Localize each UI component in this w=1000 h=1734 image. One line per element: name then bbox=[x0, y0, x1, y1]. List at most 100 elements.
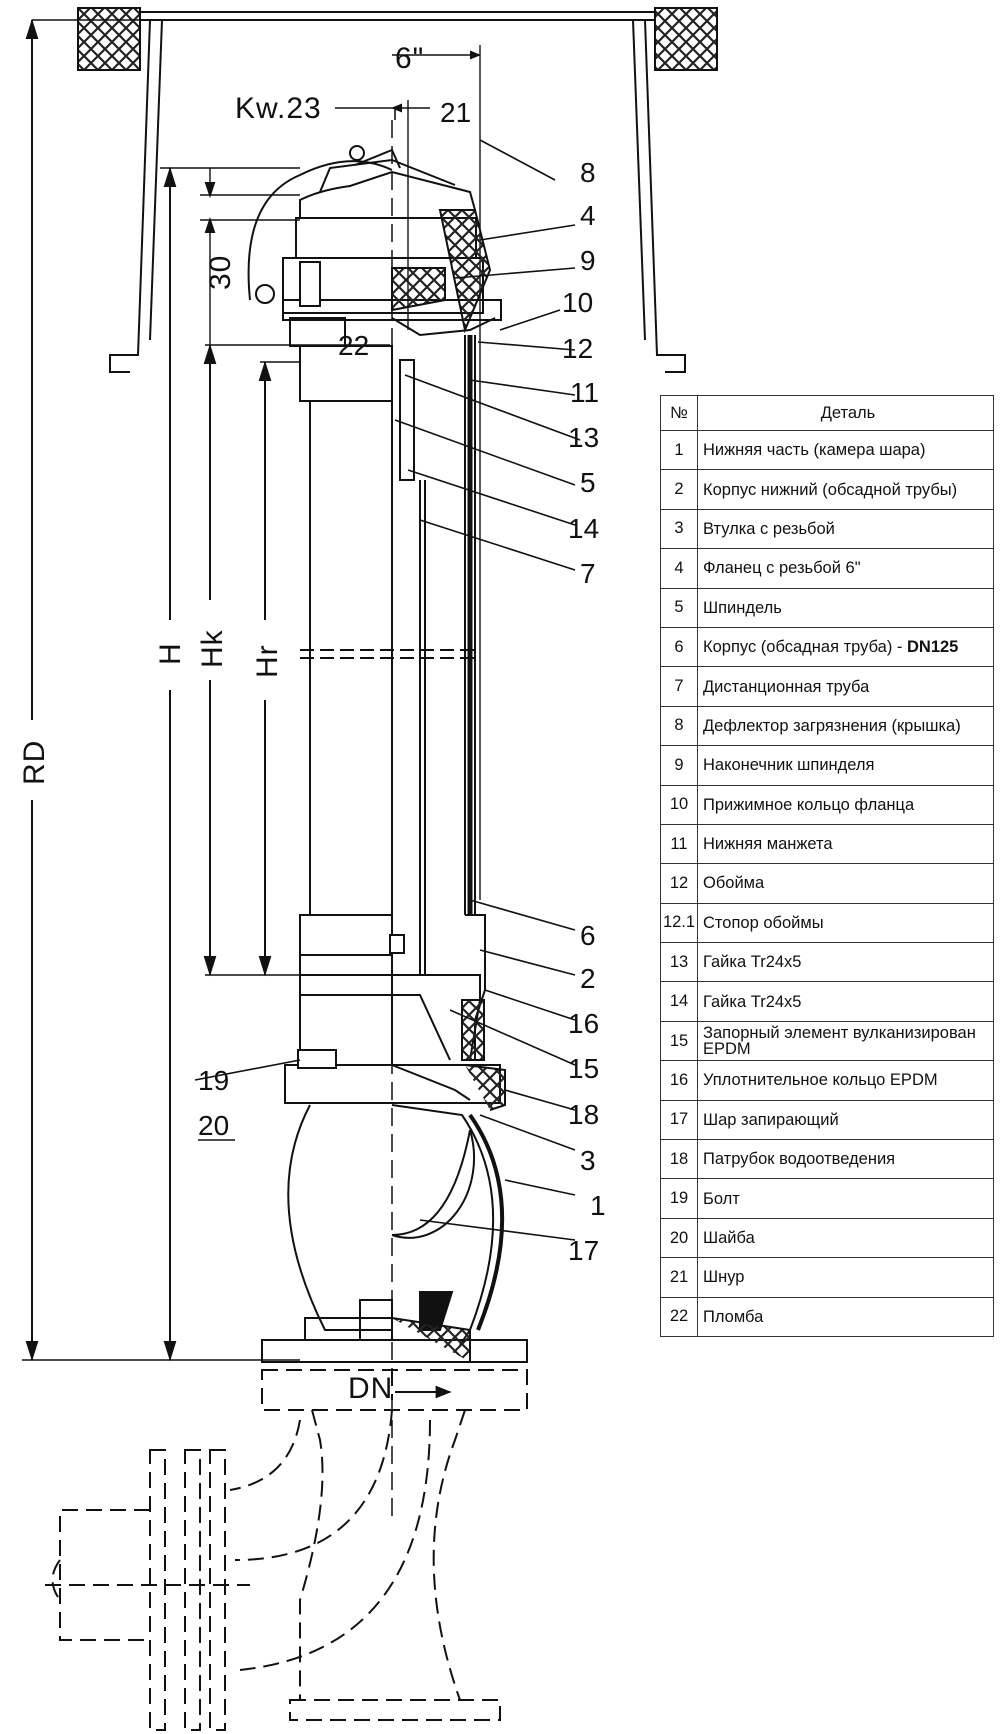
callout-16: 16 bbox=[568, 1008, 599, 1039]
part-number: 10 bbox=[660, 784, 698, 825]
part-name-text: Уплотнительное кольцо EPDM bbox=[703, 1071, 938, 1090]
part-number: 3 bbox=[660, 508, 698, 550]
part-number: 18 bbox=[660, 1139, 698, 1180]
lower-casing bbox=[299, 914, 486, 1066]
part-name-text: Наконечник шпинделя bbox=[703, 756, 875, 775]
part-name: Наконечник шпинделя bbox=[697, 745, 994, 786]
part-name-text: Нижняя часть (камера шара) bbox=[703, 441, 926, 460]
callout-20: 20 bbox=[198, 1110, 229, 1141]
dim-kw-text: Kw.23 bbox=[235, 92, 322, 125]
part-name: Пломба bbox=[697, 1296, 994, 1337]
part-name-text: Прижимное кольцо фланца bbox=[703, 795, 915, 814]
dim-hk-text: Hk bbox=[196, 629, 229, 668]
bottom-flange bbox=[261, 1317, 528, 1363]
callout-17: 17 bbox=[568, 1235, 599, 1266]
part-number: 5 bbox=[660, 587, 698, 628]
part-name: Обойма bbox=[697, 863, 994, 904]
callout-13: 13 bbox=[568, 422, 599, 453]
part-name: Корпус (обсадная труба) - DN125 bbox=[697, 626, 994, 668]
callout-10: 10 bbox=[562, 287, 593, 318]
callout-4: 4 bbox=[580, 200, 596, 231]
part-number: 6 bbox=[660, 626, 698, 668]
part-name-text: Корпус (обсадная труба) - bbox=[703, 638, 903, 657]
part-name: Корпус нижний (обсадной трубы) bbox=[697, 469, 994, 510]
part-name: Гайка Tr24x5 bbox=[697, 942, 994, 983]
dim-h-text: H bbox=[154, 642, 187, 665]
callout-21: 21 bbox=[440, 97, 471, 128]
part-number: 21 bbox=[660, 1257, 698, 1298]
part-name-text: Шнур bbox=[703, 1268, 745, 1287]
part-number: 2 bbox=[660, 469, 698, 510]
table-row: 18 Патрубок водоотведения bbox=[660, 1139, 994, 1180]
callout-22: 22 bbox=[338, 330, 369, 361]
dim-dn-text: DN bbox=[348, 1372, 393, 1405]
part-number: 12.1 bbox=[660, 902, 698, 944]
part-number: 16 bbox=[660, 1060, 698, 1101]
dim-hr-text: Hr bbox=[251, 644, 284, 678]
part-number: 14 bbox=[660, 981, 698, 1022]
callout-3: 3 bbox=[580, 1145, 596, 1176]
part-name-text: Фланец с резьбой 6" bbox=[703, 559, 861, 578]
middle-flange bbox=[284, 1049, 506, 1111]
callout-12: 12 bbox=[562, 333, 593, 364]
dim-h bbox=[160, 166, 300, 1362]
dim-rd bbox=[22, 18, 300, 1362]
part-name: Фланец с резьбой 6" bbox=[697, 548, 994, 589]
part-name: Гайка Tr24x5 bbox=[697, 981, 994, 1022]
part-name: Втулка с резьбой bbox=[697, 508, 994, 550]
callout-8: 8 bbox=[580, 157, 596, 188]
part-name-text: Патрубок водоотведения bbox=[703, 1150, 896, 1169]
part-name: Прижимное кольцо фланца bbox=[697, 784, 994, 825]
table-row: 9 Наконечник шпинделя bbox=[660, 745, 994, 786]
part-name-text: Шар запирающий bbox=[703, 1110, 839, 1129]
part-number: 8 bbox=[660, 705, 698, 747]
part-name-text: Гайка Tr24x5 bbox=[703, 992, 802, 1011]
part-name-text: Шайба bbox=[703, 1229, 755, 1247]
part-name: Патрубок водоотведения bbox=[697, 1139, 994, 1180]
dim-six-inch bbox=[392, 45, 482, 900]
part-number: 12 bbox=[660, 863, 698, 904]
header-no: № bbox=[660, 395, 698, 431]
header-name: Деталь bbox=[697, 395, 994, 431]
callout-14: 14 bbox=[568, 513, 599, 544]
part-name-text: Шпиндель bbox=[703, 598, 782, 617]
table-row: 5 Шпиндель bbox=[660, 587, 994, 628]
part-number: 15 bbox=[660, 1020, 698, 1062]
callout-15: 15 bbox=[568, 1053, 599, 1084]
part-number: 9 bbox=[660, 745, 698, 786]
callout-7: 7 bbox=[580, 558, 596, 589]
table-row: 16 Уплотнительное кольцо EPDM bbox=[660, 1060, 994, 1101]
dim-six-inch-text: 6" bbox=[395, 42, 424, 75]
table-row: 7 Дистанционная труба bbox=[660, 666, 994, 707]
callout-2: 2 bbox=[580, 963, 596, 994]
part-name: Стопор обоймы bbox=[697, 902, 994, 944]
part-name-text: Дистанционная труба bbox=[703, 677, 870, 696]
part-name-text: Втулка с резьбой bbox=[703, 519, 835, 538]
callout-1: 1 bbox=[590, 1190, 606, 1221]
callout-9: 9 bbox=[580, 245, 596, 276]
callout-11: 11 bbox=[570, 377, 599, 408]
table-row: 14 Гайка Tr24x5 bbox=[660, 981, 994, 1022]
leader-lines bbox=[194, 108, 581, 1241]
part-number: 11 bbox=[660, 823, 698, 865]
part-name-text: Болт bbox=[703, 1189, 740, 1208]
callout-6: 6 bbox=[580, 920, 596, 951]
part-number: 4 bbox=[660, 548, 698, 589]
part-name-text: Корпус нижний (обсадной трубы) bbox=[703, 480, 958, 499]
table-row: 4 Фланец с резьбой 6" bbox=[660, 548, 994, 589]
part-number: 7 bbox=[660, 666, 698, 707]
callout-19: 19 bbox=[198, 1065, 229, 1096]
part-name-text: Гайка Tr24x5 bbox=[703, 953, 802, 972]
dim-30 bbox=[200, 168, 300, 345]
part-name: Запорный элемент вулканизирован EPDM bbox=[697, 1020, 994, 1062]
